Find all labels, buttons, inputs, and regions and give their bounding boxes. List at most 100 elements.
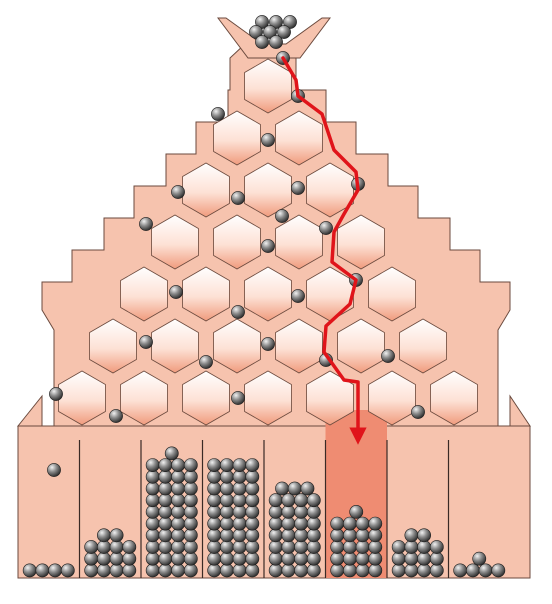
ball (245, 504, 260, 519)
ball (404, 563, 419, 578)
hexagon-peg (368, 266, 416, 322)
hexagon-peg (120, 370, 168, 426)
ball (232, 481, 247, 496)
ball (281, 551, 296, 566)
ball (219, 504, 234, 519)
ball (268, 540, 283, 554)
ball-path (281, 56, 367, 445)
ball (183, 563, 198, 578)
hexagon-peg (213, 214, 261, 270)
hexagon-peg (89, 318, 137, 374)
ball (391, 551, 406, 566)
ball (207, 493, 222, 508)
ball (207, 481, 222, 496)
hexagon-peg (337, 318, 385, 374)
hexagon-peg (182, 266, 230, 322)
hexagon-peg (306, 162, 354, 218)
ball (183, 528, 198, 543)
hexagon-peg (430, 370, 478, 426)
ball (245, 528, 260, 543)
ball (171, 185, 185, 199)
ball (368, 540, 383, 554)
ball (109, 551, 124, 566)
ball (281, 563, 296, 578)
ball (306, 563, 321, 578)
ball (219, 458, 234, 472)
ball (232, 458, 247, 472)
ball (453, 563, 468, 578)
ball (472, 551, 487, 566)
ball (158, 516, 173, 531)
ball (84, 540, 99, 554)
ball (417, 528, 431, 543)
ball (368, 563, 383, 578)
ball (97, 528, 111, 543)
ball (245, 563, 260, 578)
ball (207, 458, 222, 472)
ball (281, 528, 296, 543)
ball (465, 563, 480, 578)
ball (207, 551, 222, 566)
ball (219, 528, 234, 543)
ball (330, 528, 345, 543)
ball (404, 540, 419, 554)
ball (355, 528, 370, 543)
ball (164, 446, 179, 461)
left-shoulder (16, 394, 43, 427)
ball (207, 528, 222, 543)
ball (306, 528, 321, 543)
ball (306, 551, 321, 566)
hexagon-peg (399, 318, 447, 374)
ball (207, 540, 222, 554)
ball (306, 540, 321, 554)
ball (355, 551, 370, 566)
ball (158, 493, 173, 508)
ball (349, 504, 364, 519)
red-path-arrow (281, 56, 367, 445)
ball (342, 516, 357, 531)
ball (268, 563, 283, 578)
ball (211, 107, 225, 121)
ball (145, 528, 160, 543)
ball (306, 493, 321, 508)
hexagon-peg (182, 370, 230, 426)
hexagon-peg (244, 162, 292, 218)
ball (48, 563, 62, 578)
ball (60, 563, 75, 578)
ball (342, 540, 357, 554)
ball (268, 504, 283, 519)
ball (158, 458, 173, 472)
ball (306, 504, 321, 519)
ball (183, 469, 198, 484)
ball (330, 540, 345, 554)
ball (171, 458, 185, 472)
ball (109, 528, 124, 543)
ball (294, 516, 308, 531)
hexagon-peg (244, 370, 292, 426)
balls (22, 15, 506, 578)
ball (232, 528, 247, 543)
ball (291, 289, 305, 303)
hexagon-pegs (58, 58, 478, 426)
ball (330, 563, 345, 578)
ball (261, 239, 275, 253)
ball (342, 528, 357, 543)
ball (35, 563, 50, 578)
ball (300, 481, 315, 496)
ball (158, 481, 173, 496)
ball (417, 563, 431, 578)
ball (232, 563, 247, 578)
ball (122, 563, 137, 578)
ball (391, 540, 406, 554)
hexagon-peg (368, 370, 416, 426)
ball (429, 563, 444, 578)
ball (171, 481, 185, 496)
hexagon-peg (275, 318, 323, 374)
ball (231, 391, 245, 405)
ball (171, 469, 185, 484)
ball (232, 540, 247, 554)
hexagon-peg (58, 370, 106, 426)
ball (158, 540, 173, 554)
ball (245, 469, 260, 484)
